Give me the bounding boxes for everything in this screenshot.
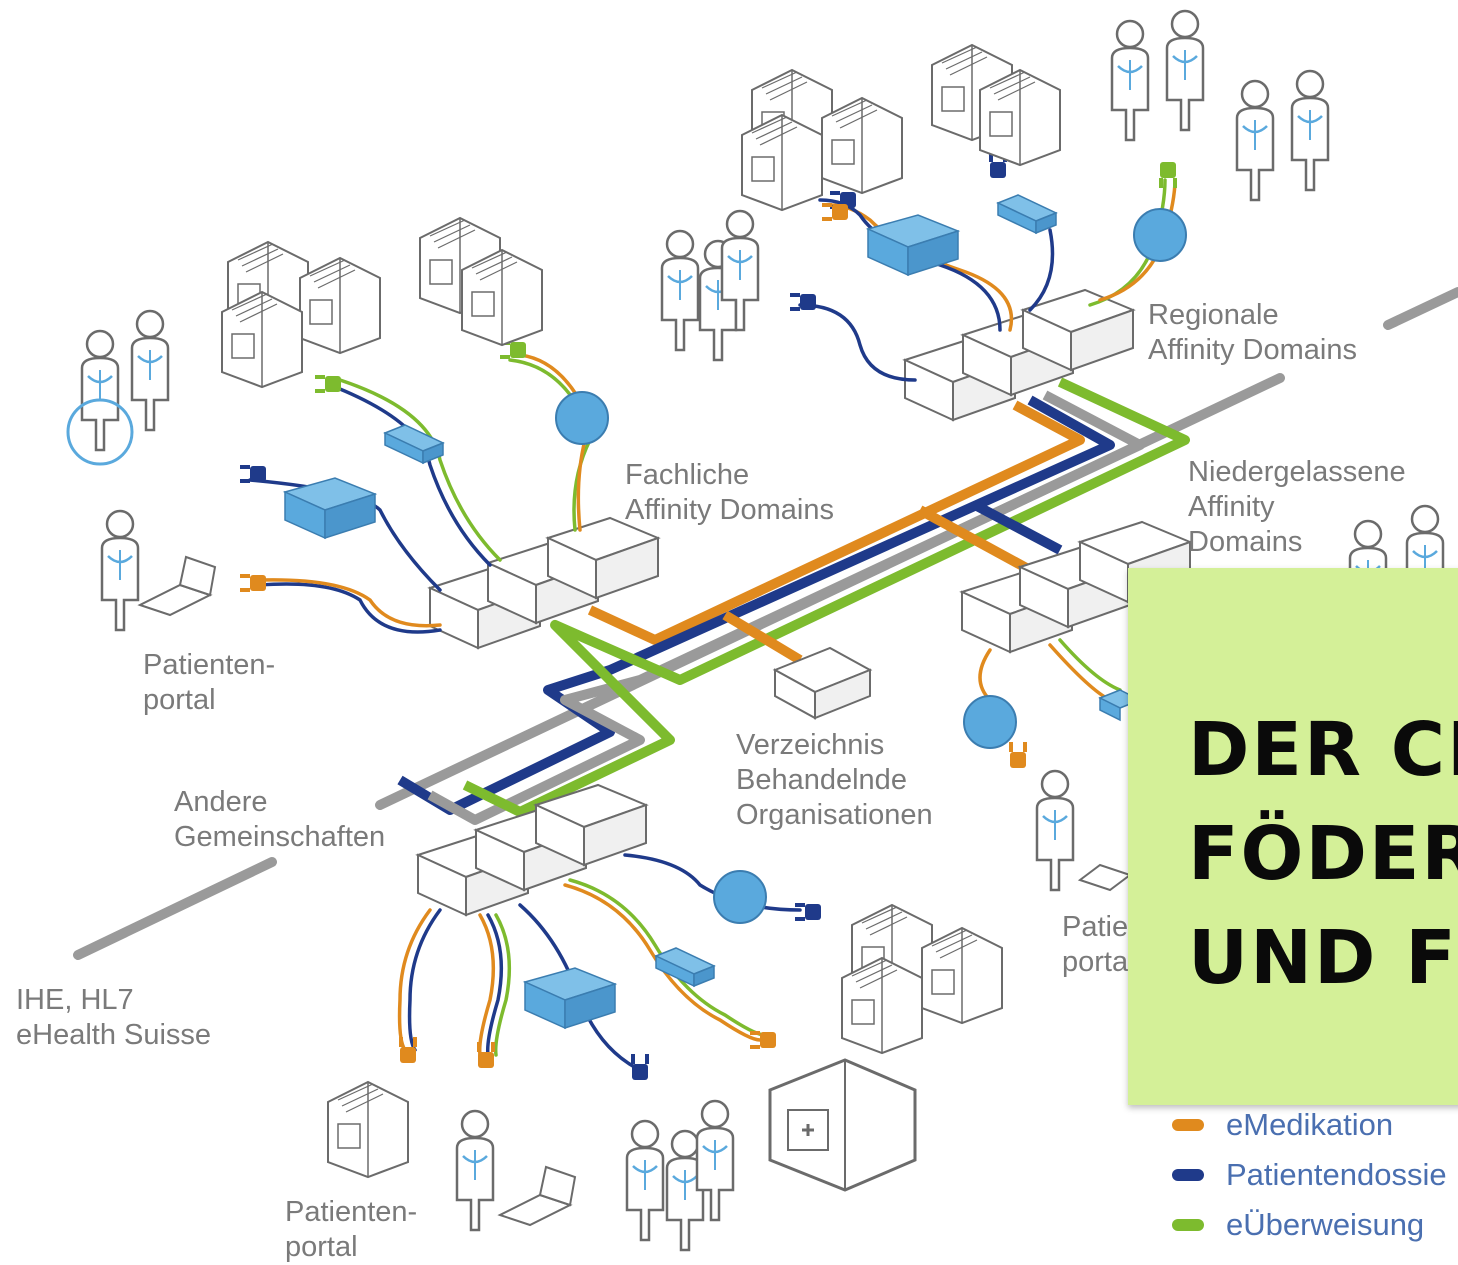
person-doctor-3 bbox=[1235, 79, 1275, 202]
buildings bbox=[221, 44, 1061, 1192]
plug-orange-2 bbox=[240, 574, 266, 592]
label-ihe: IHE, HL7 eHealth Suisse bbox=[16, 984, 212, 1051]
channel-orange-branch bbox=[722, 610, 803, 665]
plug-navy-4 bbox=[240, 465, 266, 483]
label-regionale: Regionale Affinity Domains bbox=[1148, 299, 1357, 366]
person-wheelchair-1 bbox=[80, 329, 120, 452]
laptop-bottom bbox=[497, 1165, 577, 1227]
building-lab-2 bbox=[979, 69, 1061, 166]
device-stick-top bbox=[996, 194, 1058, 235]
label-verzeichnis: Verzeichnis Behandelnde Organisationen bbox=[736, 729, 933, 831]
device-stick-andere bbox=[654, 947, 716, 988]
device-sphere-andere bbox=[713, 870, 767, 924]
building-pharmacy-2 bbox=[821, 97, 903, 194]
person-doctor-2 bbox=[1165, 9, 1205, 132]
device-sphere-fach bbox=[555, 391, 609, 445]
legend-label: Patientendossie bbox=[1226, 1157, 1447, 1192]
plug-orange-1 bbox=[822, 203, 848, 221]
plug-navy-3 bbox=[790, 293, 816, 311]
legend-swatch bbox=[1172, 1219, 1204, 1231]
person-patient-bottom bbox=[455, 1109, 495, 1232]
device-sphere-top bbox=[1133, 208, 1187, 262]
channel-orange bbox=[587, 400, 1085, 645]
device-box-fach bbox=[282, 477, 378, 540]
building-pharmacy-3 bbox=[741, 114, 823, 211]
building-pharmacy-bottom bbox=[327, 1081, 409, 1178]
plug-orange-4 bbox=[399, 1037, 417, 1063]
channel-gray bbox=[427, 390, 1145, 825]
hospital-building bbox=[768, 1058, 917, 1192]
laptop-right bbox=[1077, 863, 1133, 892]
plug-orange-5 bbox=[477, 1042, 495, 1068]
plug-green-1 bbox=[1159, 162, 1177, 188]
directory-server bbox=[772, 646, 873, 720]
people bbox=[66, 9, 1445, 1252]
channel-green bbox=[462, 377, 1190, 817]
plug-green-2 bbox=[315, 375, 341, 393]
building-clinic-3 bbox=[841, 957, 923, 1054]
plug-orange-3 bbox=[1009, 742, 1027, 768]
wheelchair-wheel bbox=[66, 398, 134, 466]
legend-item: eÜberweisung bbox=[1172, 1205, 1424, 1245]
person-doctor-1 bbox=[1110, 19, 1150, 142]
legend-swatch bbox=[1172, 1119, 1204, 1131]
legend-swatch bbox=[1172, 1169, 1204, 1181]
person-wheelchair-2 bbox=[130, 309, 170, 432]
building-care-3 bbox=[221, 291, 303, 388]
person-bottom-1 bbox=[625, 1119, 665, 1242]
device-box-top bbox=[865, 214, 961, 277]
legend-item: Patientendossie bbox=[1172, 1155, 1447, 1195]
channel-lines bbox=[397, 377, 1190, 825]
label-patientenportal-left: Patienten- portal bbox=[143, 649, 276, 716]
building-care-2 bbox=[299, 257, 381, 354]
person-patient-left bbox=[100, 509, 140, 632]
plug-navy-6 bbox=[631, 1054, 649, 1080]
legend-label: eÜberweisung bbox=[1226, 1207, 1425, 1242]
person-1 bbox=[660, 229, 700, 352]
label-patientenportal-right: Patie porta bbox=[1062, 911, 1129, 978]
person-patient-right bbox=[1035, 769, 1075, 892]
overlay-card: DER CI FÖDER UND F bbox=[1128, 568, 1458, 1105]
laptop-left bbox=[137, 555, 217, 617]
person-doctor-4 bbox=[1290, 69, 1330, 192]
label-niedergelassene: Niedergelassene Affinity Domains bbox=[1188, 456, 1406, 558]
label-andere: Andere Gemeinschaften bbox=[174, 786, 386, 853]
blue-devices bbox=[282, 194, 1187, 1030]
legend-label: eMedikation bbox=[1226, 1107, 1394, 1142]
plug-navy-5 bbox=[795, 903, 821, 921]
legend-item: eMedikation bbox=[1172, 1105, 1393, 1145]
device-box-andere bbox=[522, 967, 618, 1030]
channel-navy-right bbox=[972, 500, 1063, 555]
device-sphere-nied bbox=[963, 695, 1017, 749]
label-patientenportal-bottom: Patienten- portal bbox=[285, 1196, 418, 1263]
overlay-title: DER CI FÖDER UND F bbox=[1188, 707, 1458, 1001]
building-clinic-2 bbox=[921, 927, 1003, 1024]
building-care-5 bbox=[461, 249, 543, 346]
channel-orange-right bbox=[917, 505, 1033, 575]
device-stick-fach bbox=[383, 424, 445, 465]
label-fachliche: Fachliche Affinity Domains bbox=[625, 459, 834, 526]
